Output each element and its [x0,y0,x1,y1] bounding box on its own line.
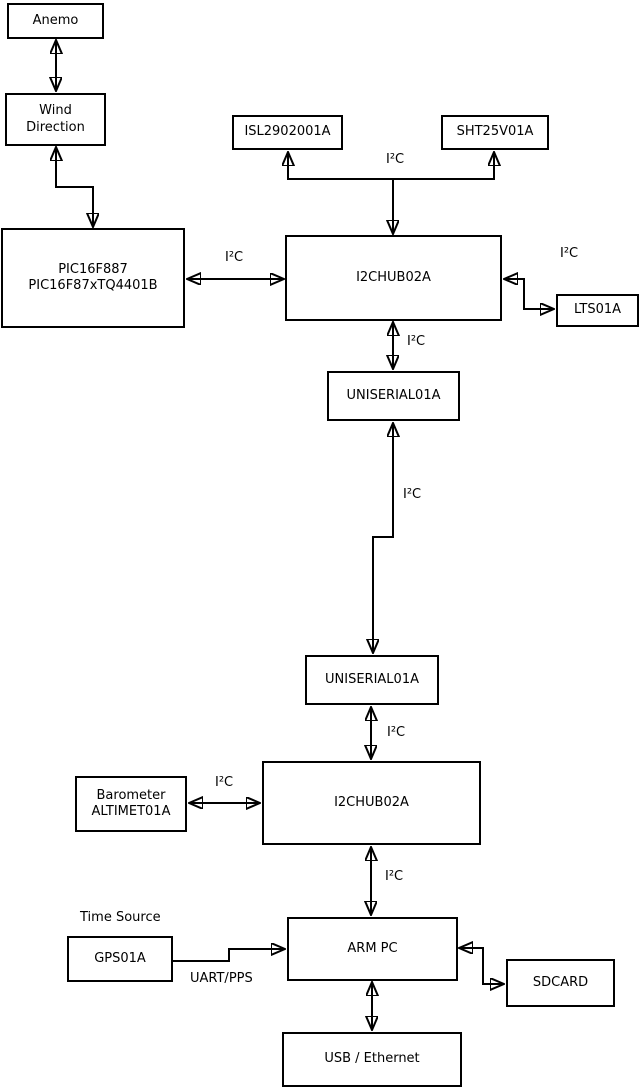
edge-label-i2c-hub-lts: I²C [560,246,579,261]
edge-label-i2c-barometer-hub: I²C [215,775,234,790]
node-label: I2CHUB02A [356,269,431,285]
node-label: ISL2902001A [244,124,331,140]
node-label: PIC16F87xTQ4401B [28,278,158,293]
node-uniserial01a-lower: UNISERIAL01A [305,655,439,705]
node-barometer-altimet01a: Barometer ALTIMET01A [75,776,187,832]
node-arm-pc: ARM PC [287,917,458,981]
connector-uniserial1-uniserial2 [373,424,393,652]
edge-label-uart-pps: UART/PPS [190,971,253,986]
edge-label-i2c-hub-armpc: I²C [385,869,404,884]
connector-gps-armpc [173,949,284,962]
node-label: Direction [26,119,85,135]
node-label: Barometer [96,787,166,803]
node-label: GPS01A [94,950,146,966]
node-label: SDCARD [532,974,589,990]
node-isl2902001a: ISL2902001A [232,115,343,150]
node-usb-ethernet: USB / Ethernet [282,1032,462,1087]
node-label: I2CHUB02A [334,794,409,810]
node-sht25v01a: SHT25V01A [441,115,549,150]
node-uniserial01a-upper: UNISERIAL01A [327,371,460,421]
node-label: SHT25V01A [456,124,534,140]
node-sdcard: SDCARD [506,959,615,1007]
node-label: UNISERIAL01A [346,387,441,403]
node-label: PIC16F887 [58,261,128,277]
connector-bus-sht [393,153,494,180]
node-wind-direction: Wind Direction [5,93,106,146]
edge-label-i2c-hub-uniserial: I²C [407,334,426,349]
node-pic16f887: PIC16F887 PIC16F87xTQ4401B [1,228,185,328]
node-i2chub02a-lower: I2CHUB02A [262,761,481,845]
node-gps01a: GPS01A [67,936,173,982]
edge-label-i2c-pic-hub: I²C [225,250,244,265]
node-label: ARM PC [347,940,398,956]
edge-label-i2c-top-bus: I²C [386,152,405,167]
node-i2chub02a-upper: I2CHUB02A [285,235,502,321]
connector-hub1-lts [505,279,553,309]
connector-armpc-sdcard [460,948,503,984]
connector-bus-isl [288,153,393,180]
edge-label-i2c-long-link: I²C [403,487,422,502]
node-label: UNISERIAL01A [325,671,419,687]
node-label: LTS01A [573,302,622,318]
edge-label-time-source: Time Source [80,910,161,925]
node-label: Wind [39,103,72,119]
node-anemo: Anemo [7,3,104,39]
node-label: ALTIMET01A [91,804,171,819]
connector-wind-pic [56,148,93,226]
edge-label-i2c-uniserial-hub: I²C [387,725,406,740]
node-label: USB / Ethernet [324,1051,420,1067]
node-lts01a: LTS01A [556,294,639,327]
node-label: Anemo [32,12,79,28]
